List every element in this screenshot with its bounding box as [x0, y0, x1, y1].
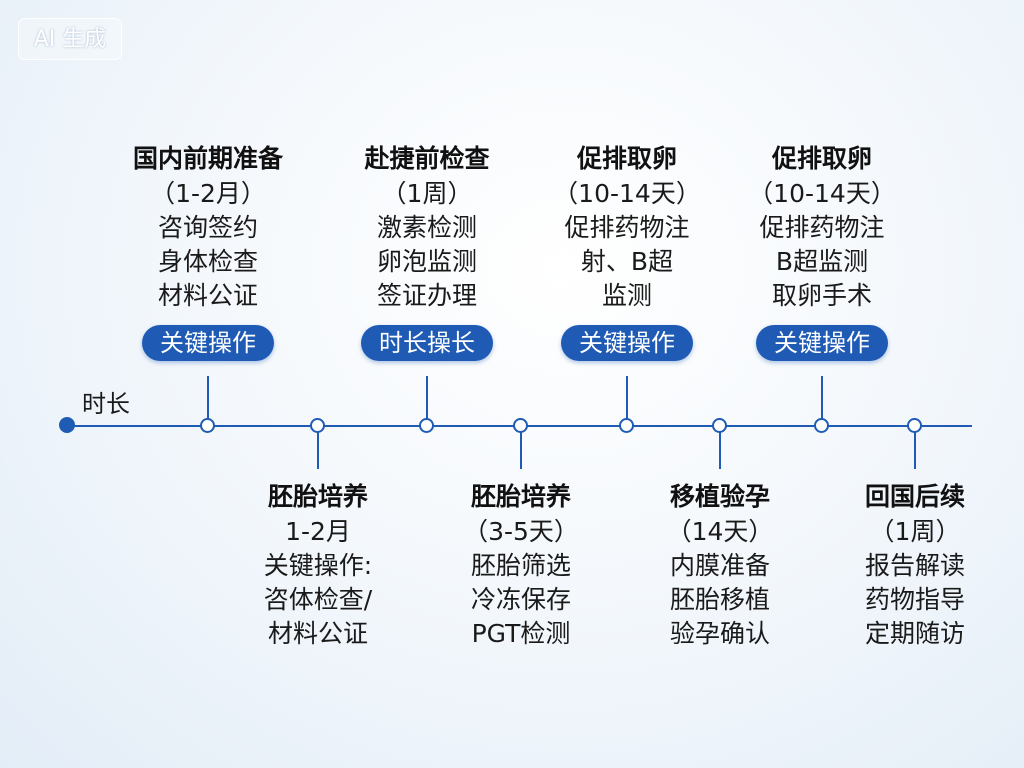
stage-duration: （1周） [869, 517, 961, 546]
stage-detail: 激素检测 [376, 213, 477, 242]
stage-title: 移植验孕 [669, 482, 770, 511]
stage-detail: 取卵手术 [771, 281, 872, 310]
stage-detail: 冷冻保存 [470, 585, 571, 614]
stage-title: 胚胎培养 [470, 482, 571, 511]
stage-transfer-pregnancy-test: 移植验孕 （14天） 内膜准备 胚胎移植 验孕确认 [620, 478, 820, 651]
axis-label: 时长 [82, 390, 130, 418]
stage-detail: 关键操作: [263, 551, 373, 580]
timeline-node [513, 418, 528, 433]
stage-detail: B超监测 [775, 247, 869, 276]
timeline-node [814, 418, 829, 433]
stage-embryo-culture: 胚胎培养 1-2月 关键操作: 咨体检查/ 材料公证 [218, 478, 418, 651]
stage-detail: 内膜准备 [669, 551, 770, 580]
stage-detail: 卵泡监测 [376, 247, 477, 276]
stage-detail: 材料公证 [267, 619, 368, 648]
stem-top-3 [626, 376, 628, 420]
stem-top-1 [207, 376, 209, 420]
stage-title: 国内前期准备 [132, 144, 283, 173]
stage-duration: （10-14天） [748, 179, 896, 208]
stage-domestic-preparation: 国内前期准备 （1-2月） 咨询签约 身体检查 材料公证 关键操作 [108, 140, 308, 361]
stage-detail: 促排药物注 [564, 213, 690, 242]
stage-detail: 咨询签约 [157, 213, 258, 242]
stage-detail: 咨体检查/ [263, 585, 373, 614]
stage-duration: （10-14天） [553, 179, 701, 208]
timeline-node [712, 418, 727, 433]
timeline-node [619, 418, 634, 433]
stage-detail: 射、B超 [580, 247, 674, 276]
stage-title: 促排取卵 [771, 144, 872, 173]
stage-detail: 身体检查 [157, 247, 258, 276]
stem-bottom-3 [719, 431, 721, 469]
stage-return-follow-up: 回国后续 （1周） 报告解读 药物指导 定期随访 [815, 478, 1015, 651]
stage-detail: 胚胎筛选 [470, 551, 571, 580]
timeline-start-dot [59, 417, 75, 433]
stage-pre-travel-check: 赴捷前检查 （1周） 激素检测 卵泡监测 签证办理 时长操长 [327, 140, 527, 361]
stage-title: 胚胎培养 [267, 482, 368, 511]
stage-stimulation-retrieval: 促排取卵 （10-14天） 促排药物注 射、B超 监测 关键操作 [527, 140, 727, 361]
stem-bottom-4 [914, 431, 916, 469]
stage-detail: 材料公证 [157, 281, 258, 310]
stage-tag: 时长操长 [361, 325, 493, 361]
stage-detail: 胚胎移植 [669, 585, 770, 614]
timeline-node [419, 418, 434, 433]
stage-duration: （3-5天） [463, 517, 579, 546]
stage-title: 回国后续 [864, 482, 965, 511]
stem-bottom-1 [317, 431, 319, 469]
stage-stimulation-retrieval-2: 促排取卵 （10-14天） 促排药物注 B超监测 取卵手术 关键操作 [722, 140, 922, 361]
stem-top-4 [821, 376, 823, 420]
stage-duration: （14天） [666, 517, 774, 546]
stage-detail: 签证办理 [376, 281, 477, 310]
stage-title: 促排取卵 [576, 144, 677, 173]
stage-title: 赴捷前检查 [364, 144, 490, 173]
ai-generated-badge: AI 生成 [18, 18, 122, 60]
stage-tag: 关键操作 [756, 325, 888, 361]
stage-duration: （1周） [381, 179, 473, 208]
stage-detail: 促排药物注 [759, 213, 885, 242]
stage-detail: 监测 [601, 281, 652, 310]
stage-tag: 关键操作 [142, 325, 274, 361]
stage-detail: PGT检测 [471, 619, 571, 648]
stage-detail: 报告解读 [864, 551, 965, 580]
stage-detail: 药物指导 [864, 585, 965, 614]
stage-duration: （1-2月） [150, 179, 266, 208]
timeline-node [310, 418, 325, 433]
stem-bottom-2 [520, 431, 522, 469]
stage-tag: 关键操作 [561, 325, 693, 361]
timeline-node [907, 418, 922, 433]
stem-top-2 [426, 376, 428, 420]
stage-detail: 验孕确认 [669, 619, 770, 648]
timeline-node [200, 418, 215, 433]
stage-duration: 1-2月 [285, 517, 351, 546]
stage-detail: 定期随访 [864, 619, 965, 648]
stage-embryo-culture-2: 胚胎培养 （3-5天） 胚胎筛选 冷冻保存 PGT检测 [421, 478, 621, 651]
